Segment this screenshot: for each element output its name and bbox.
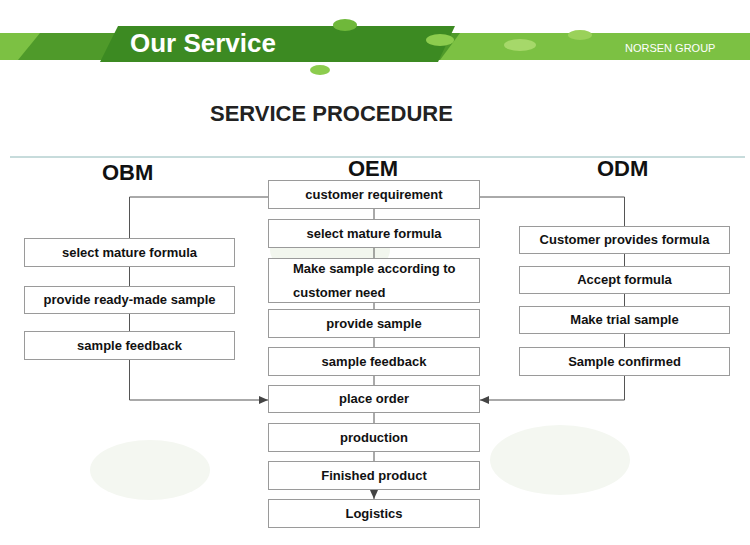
process-box: sample feedback — [24, 331, 235, 360]
flow-connector — [374, 338, 375, 347]
header-leaf — [310, 65, 330, 75]
flow-connector — [129, 314, 130, 331]
box-text: Customer provides formula — [540, 232, 710, 248]
flow-connector — [624, 254, 625, 266]
flow-connector — [374, 209, 375, 219]
flow-connector — [374, 248, 375, 258]
process-box: Sample confirmed — [519, 347, 730, 376]
box-text: select mature formula — [306, 226, 441, 242]
column-heading: ODM — [597, 156, 648, 182]
flow-connector — [624, 334, 625, 347]
process-box: select mature formula — [268, 219, 480, 248]
box-text: customer requirement — [305, 187, 442, 203]
flow-connector — [374, 376, 375, 385]
watermark-leaf — [90, 440, 210, 500]
flow-connector — [129, 267, 130, 286]
header-title-band — [100, 26, 455, 62]
column-heading: OEM — [348, 156, 398, 182]
process-box: provide sample — [268, 309, 480, 338]
header-leaf — [568, 30, 592, 40]
process-box: sample feedback — [268, 347, 480, 376]
process-box: provide ready-made sample — [24, 286, 235, 314]
watermark-leaf — [490, 425, 630, 495]
flow-connector — [374, 452, 375, 461]
box-text: sample feedback — [77, 338, 182, 354]
company-name: NORSEN GROUP — [625, 42, 715, 54]
flow-connector — [624, 294, 625, 306]
flow-connector — [130, 360, 269, 400]
process-box: Accept formula — [519, 266, 730, 294]
box-text: Make sample according to customer need — [293, 257, 473, 305]
box-text: Make trial sample — [570, 312, 678, 328]
box-text: sample feedback — [322, 354, 427, 370]
flow-connector — [374, 490, 375, 499]
box-text: provide ready-made sample — [44, 292, 216, 308]
diagram-title: SERVICE PROCEDURE — [210, 101, 453, 127]
process-box: Finished product — [268, 461, 480, 490]
flow-connector — [130, 197, 269, 238]
process-box: place order — [268, 385, 480, 413]
flow-connector — [480, 197, 625, 226]
flow-connector — [480, 376, 625, 400]
box-text: Sample confirmed — [568, 354, 681, 370]
process-box: Make sample according to customer need — [268, 258, 480, 303]
process-box: production — [268, 423, 480, 452]
process-box: select mature formula — [24, 238, 235, 267]
flow-connector — [374, 303, 375, 309]
box-text: Accept formula — [577, 272, 672, 288]
column-heading: OBM — [102, 160, 153, 186]
process-box: Customer provides formula — [519, 226, 730, 254]
box-text: place order — [339, 391, 409, 407]
process-box: customer requirement — [268, 180, 480, 209]
header-leaf — [504, 39, 536, 51]
box-text: Finished product — [321, 468, 426, 484]
process-box: Make trial sample — [519, 306, 730, 334]
box-text: Logistics — [345, 506, 402, 522]
process-box: Logistics — [268, 499, 480, 528]
box-text: select mature formula — [62, 245, 197, 261]
flow-connector — [374, 413, 375, 423]
header-leaf — [333, 19, 357, 31]
box-text: provide sample — [326, 316, 421, 332]
header-title: Our Service — [130, 28, 276, 59]
box-text: production — [340, 430, 408, 446]
header-leaf — [426, 34, 454, 46]
